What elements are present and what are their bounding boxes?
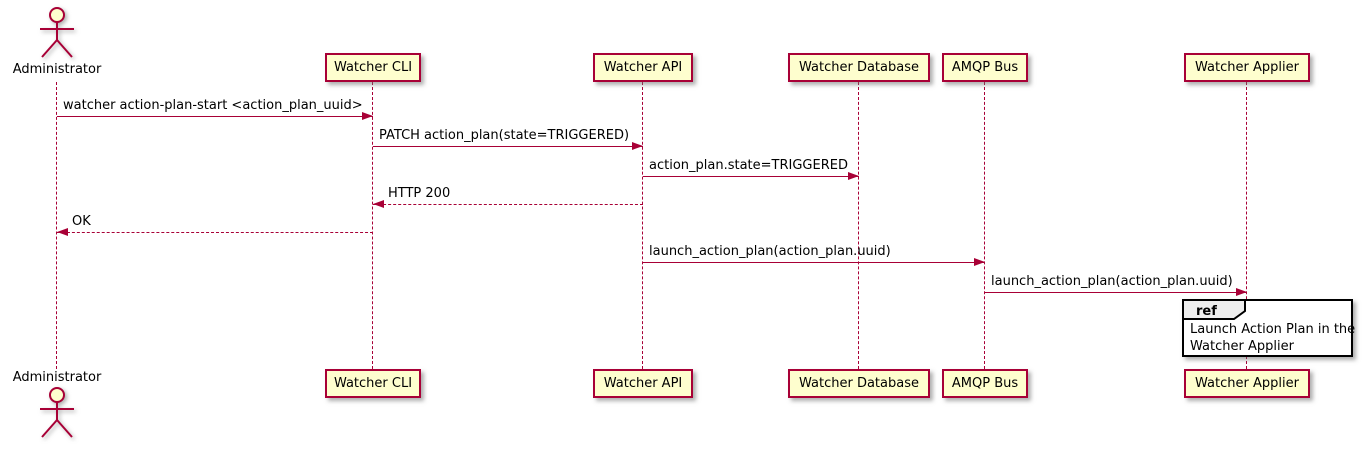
message-2-line [373, 146, 643, 147]
message-7-arrowhead [1236, 288, 1247, 296]
message-4-line [373, 204, 643, 205]
lifeline-administrator [56, 82, 57, 369]
ref-keyword: ref [1196, 304, 1217, 319]
actor-icon [40, 7, 74, 58]
message-4-arrowhead [373, 200, 384, 208]
lifeline-watcher-cli [372, 82, 373, 369]
participant-top-watcher-applier: Watcher Applier [1184, 53, 1310, 82]
message-2-arrowhead [632, 142, 643, 150]
message-5-line [57, 232, 373, 233]
participant-bottom-watcher-applier: Watcher Applier [1184, 369, 1310, 398]
message-6-arrowhead [974, 258, 985, 266]
message-1-arrowhead [362, 112, 373, 120]
actor-icon [40, 387, 74, 438]
participant-top-watcher-api: Watcher API [593, 53, 693, 82]
message-3-label: action_plan.state=TRIGGERED [649, 158, 848, 173]
message-7-label: launch_action_plan(action_plan.uuid) [991, 274, 1233, 289]
ref-text-line: Launch Action Plan in the [1190, 322, 1356, 337]
message-7-line [985, 292, 1247, 293]
message-1-label: watcher action-plan-start <action_plan_u… [63, 98, 363, 113]
participant-top-watcher-cli: Watcher CLI [325, 53, 421, 82]
message-3-arrowhead [848, 172, 859, 180]
participant-bottom-watcher-database: Watcher Database [788, 369, 930, 398]
lifeline-watcher-api [642, 82, 643, 369]
lifeline-watcher-applier [1246, 82, 1247, 369]
message-1-line [57, 116, 373, 117]
message-3-line [643, 176, 859, 177]
participant-top-amqp-bus: AMQP Bus [942, 53, 1028, 82]
participant-top-watcher-database: Watcher Database [788, 53, 930, 82]
message-6-label: launch_action_plan(action_plan.uuid) [649, 244, 891, 259]
lifeline-amqp-bus [984, 82, 985, 369]
actor-top-label: Administrator [12, 62, 102, 77]
message-5-label: OK [72, 214, 91, 229]
actor-bottom-figure [27, 385, 87, 443]
message-2-label: PATCH action_plan(state=TRIGGERED) [379, 128, 630, 143]
actor-bottom-label: Administrator [12, 370, 102, 385]
message-6-line [643, 262, 985, 263]
message-4-label: HTTP 200 [388, 186, 451, 201]
actor-top-figure [27, 5, 87, 63]
lifeline-watcher-database [858, 82, 859, 369]
participant-bottom-amqp-bus: AMQP Bus [942, 369, 1028, 398]
ref-keyword-tab: ref [1183, 300, 1246, 320]
participant-bottom-watcher-api: Watcher API [593, 369, 693, 398]
message-5-arrowhead [57, 228, 68, 236]
participant-bottom-watcher-cli: Watcher CLI [325, 369, 421, 398]
ref-text-line: Watcher Applier [1190, 339, 1294, 354]
